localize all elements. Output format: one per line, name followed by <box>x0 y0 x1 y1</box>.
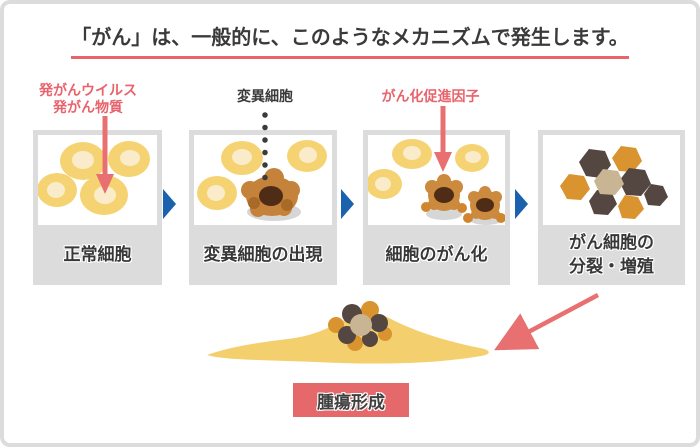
stage-caption-text: 変異細胞の出現 <box>203 245 323 264</box>
dotted-pointer-line <box>262 112 268 193</box>
stage-panel-cancer-growth: がん細胞の 分裂・増殖 <box>538 130 685 285</box>
right-arrow-icon <box>341 189 354 219</box>
tumor-illustration <box>207 301 489 364</box>
normal-cells-svg <box>38 141 150 215</box>
normal-cells-illustration <box>38 135 157 225</box>
stage-panel-cancerized-cells: 細胞のがん化 <box>363 130 510 285</box>
stage-caption-text: 正常細胞 <box>63 245 132 264</box>
cancerized-cells-illustration <box>368 135 505 225</box>
carcinogen-label-line1: 発がんウイルス <box>39 82 137 98</box>
stage-caption: 細胞のがん化 <box>363 225 510 285</box>
stage-panel-normal-cells: 正常細胞 <box>33 130 162 285</box>
right-arrow-icon <box>163 189 176 219</box>
cancer-cluster-illustration <box>543 135 680 225</box>
page-title-text: 「がん」は、一般的に、このようなメカニズムで発生します。 <box>71 24 629 59</box>
carcinogen-label-line2: 発がん物質 <box>53 99 123 115</box>
mutant-cell-svg <box>197 140 327 221</box>
carcinogen-label: 発がんウイルス 発がん物質 <box>18 82 158 116</box>
down-arrow-icon <box>434 106 452 172</box>
tumor-label-text: 腫瘍形成 <box>317 392 385 412</box>
promoter-label: がん化促進因子 <box>358 88 503 105</box>
cancerized-cells-svg <box>368 139 505 225</box>
stage-caption-line1: がん細胞の <box>569 233 654 252</box>
stage-panel-mutant-cell: 変異細胞の出現 <box>189 130 337 285</box>
stage-caption: がん細胞の 分裂・増殖 <box>538 225 685 285</box>
promoter-label-text: がん化促進因子 <box>381 88 480 104</box>
mutant-cell-label-text: 変異細胞 <box>237 88 293 104</box>
mutant-cell-label: 変異細胞 <box>205 88 325 105</box>
tumor-label: 腫瘍形成 <box>293 383 409 417</box>
tumor-arrow-icon <box>494 293 600 351</box>
stage-caption-text: 細胞のがん化 <box>385 245 488 264</box>
page-title: 「がん」は、一般的に、このようなメカニズムで発生します。 <box>0 24 700 59</box>
cancer-cluster-svg <box>560 146 668 219</box>
mutant-cell-illustration <box>194 135 332 225</box>
stage-caption: 正常細胞 <box>33 225 162 285</box>
down-arrow-icon <box>96 116 114 194</box>
stage-caption-line2: 分裂・増殖 <box>569 257 654 276</box>
right-arrow-icon <box>515 189 528 219</box>
stage-caption: 変異細胞の出現 <box>189 225 337 285</box>
